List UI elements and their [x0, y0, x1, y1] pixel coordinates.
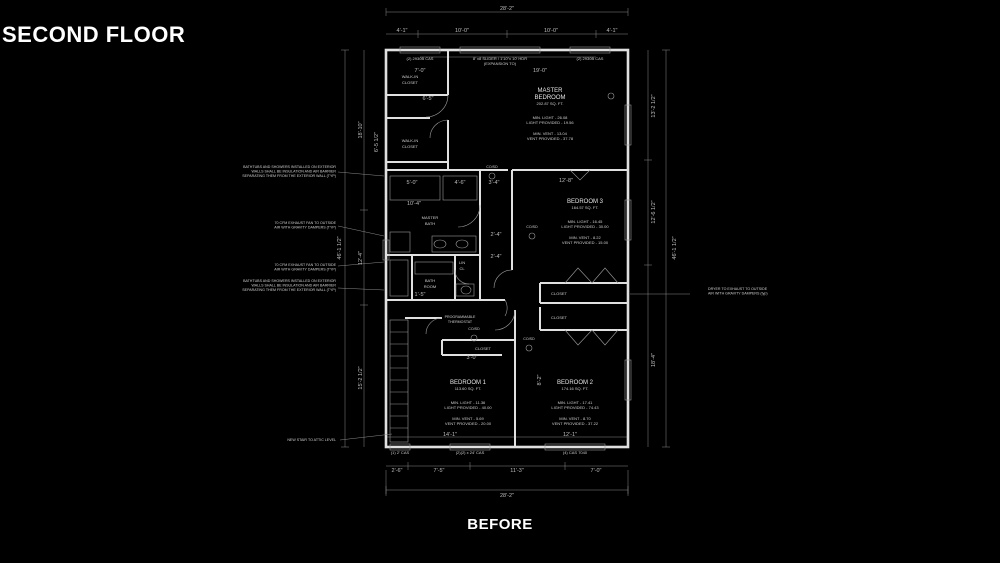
dim-bottom-inner-1: 14'-1" [443, 432, 457, 438]
window-top-left: (2) 2930B CAS [407, 56, 434, 61]
note-new-stair: NEW STAIR TO ATTIC LEVEL [287, 438, 336, 442]
dim-top-4: 4'-1" [607, 28, 618, 34]
dim-bottom-4: 7'-0" [591, 468, 602, 474]
label-smoke-detector-3: CO/SD [523, 337, 535, 341]
dim-int-10: 6'-5" [423, 96, 434, 102]
dim-bottom-inner-2: 12'-1" [563, 432, 577, 438]
page-title: SECOND FLOOR [2, 22, 186, 47]
dim-right-2: 12'-6 1/2" [651, 200, 657, 223]
dim-int-9: 2'-4" [491, 254, 502, 260]
before-caption: BEFORE [467, 516, 533, 533]
note-bathtub-1: BATHTUBS AND SHOWERS INSTALLED ON EXTERI… [242, 165, 336, 178]
fixtures [382, 46, 632, 451]
dim-top-2: 10'-0" [455, 28, 469, 34]
window-top-center: 8' x8 SLIDER / 1'10"x 10' HDR [473, 56, 527, 61]
dim-top-3: 10'-0" [544, 28, 558, 34]
window-bottom-left: (1) 2' CAS [391, 450, 410, 455]
exterior-walls [384, 48, 630, 449]
dim-top-overall: 28'-2" [500, 6, 514, 12]
dim-left-2: 12'-4" [358, 251, 364, 265]
dim-top-1: 4'-1" [397, 28, 408, 34]
window-bottom-right: (4) CAS 7040 [563, 450, 588, 455]
label-closet-b: CLOSET [551, 315, 568, 320]
label-closet-a: CLOSET [551, 291, 568, 296]
window-tags: (2) 2930B CAS 8' x8 SLIDER / 1'10"x 10' … [391, 56, 604, 455]
window-bottom-center: (2)(2) x 24' CAS [456, 450, 485, 455]
room-area-2: 113.60 SQ. FT. [455, 386, 482, 391]
dim-left-3: 15'-2 1/2" [358, 366, 364, 389]
dim-int-2: 4'-6" [455, 180, 466, 186]
room-area-1: 164.57 SQ. FT. [572, 205, 599, 210]
interior-walls [386, 50, 628, 447]
dim-int-8: 1'-5" [415, 292, 426, 298]
dim-int-5: 8'-2" [537, 374, 543, 385]
window-top-right: (2) 2930B CAS [577, 56, 604, 61]
dim-right-1: 13'-2 1/2" [651, 94, 657, 117]
room-name-2: BEDROOM 1 [450, 380, 487, 386]
room-name-1: BEDROOM 3 [567, 199, 604, 205]
dim-int-6: 10'-4" [407, 201, 421, 207]
label-smoke-detector-2: CO/SD [468, 327, 480, 331]
window-top-center-sub: (EXPANSION TO) [484, 61, 517, 66]
dim-bottom-2: 7'-5" [434, 468, 445, 474]
dim-right-3: 18'-4" [651, 353, 657, 367]
dim-bottom-1: 2'-6" [392, 468, 403, 474]
dimension-labels: 28'-2" 4'-1" 10'-0" 10'-0" 4'-1" 7'-0" 1… [337, 6, 678, 499]
label-closet-c: CLOSET [475, 346, 492, 351]
dim-int-4: 12'-8" [559, 178, 573, 184]
dim-bottom-overall: 28'-2" [500, 493, 514, 499]
label-smoke-detector-0: CO/SD [486, 165, 498, 169]
dim-int-1: 5'-0" [407, 180, 418, 186]
dim-right-overall: 46'-1 1/2" [672, 236, 678, 259]
dim-left-1: 18'-10" [358, 121, 364, 138]
note-leaders [337, 171, 690, 441]
dim-top-second-1: 7'-0" [415, 68, 426, 74]
dimension-lines [341, 8, 670, 496]
annotation-notes: BATHTUBS AND SHOWERS INSTALLED ON EXTERI… [242, 165, 767, 442]
dim-int-11: 3'-0" [467, 355, 478, 361]
room-area-0: 202.87 SQ. FT. [537, 101, 564, 106]
dim-int-3: 3'-4" [489, 180, 500, 186]
dim-top-second-2: 19'-0" [533, 68, 547, 74]
room-area-3: 174.16 SQ. FT. [562, 386, 589, 391]
dim-left-overall: 46'-1 1/2" [337, 236, 343, 259]
dim-left-inner: 6'-5 1/2" [374, 132, 380, 152]
note-bathtub-2: BATHTUBS AND SHOWERS INSTALLED ON EXTERI… [242, 279, 336, 292]
room-name-3: BEDROOM 2 [557, 380, 594, 386]
dim-int-7: 2'-4" [491, 232, 502, 238]
dim-bottom-3: 11'-3" [510, 468, 524, 474]
label-smoke-detector-1: CO/SD [526, 225, 538, 229]
